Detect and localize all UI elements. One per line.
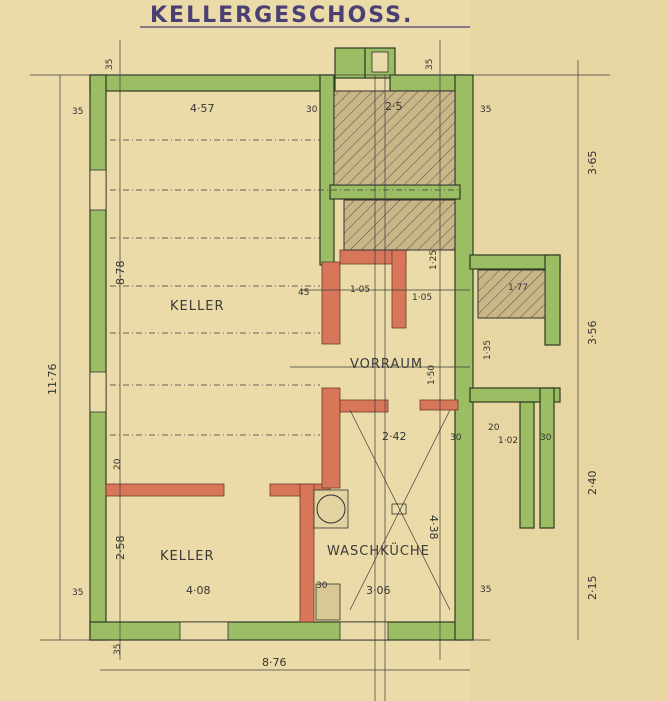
dim-right-height-lower: 2·40 [586,471,599,496]
dim-wall-35-bottom-left: 35 [72,588,83,598]
dim-right-height-bottom: 2·15 [586,576,599,601]
dim-keller-small-height: 2·58 [114,536,127,561]
dim-top-right-width: 2·5 [385,100,403,113]
dim-stair-1: 1·05 [350,285,370,295]
dim-wasch-width: 3·06 [366,584,391,597]
hatched-rooms [333,90,546,319]
dim-overall-height: 11·76 [46,364,59,396]
dim-stair-2: 1·05 [412,293,432,303]
dim-right-height-upper: 3·65 [586,151,599,176]
dim-small-102: 1·02 [498,436,518,446]
dim-wall-35-top-left: 35 [105,59,115,70]
dim-wall-20-b: 20 [488,423,500,433]
dim-stair-3: 1·77 [508,283,528,293]
room-label-keller-small: KELLER [160,549,214,564]
dim-wall-45: 45 [298,288,309,298]
dim-wall-35-right: 35 [480,105,491,115]
dim-vorraum-h: 1·50 [427,365,437,385]
dimension-labels: 4·57 2·5 3·65 3·56 2·40 2·15 8·78 11·76 … [46,59,599,669]
dim-wall-30-b: 30 [316,581,328,591]
dim-wasch-height: 4·38 [427,515,440,540]
dim-small-135: 1·35 [483,340,493,360]
dim-bottom-width: 8·76 [262,656,287,669]
fixtures [313,489,407,621]
dim-wall-35-bottom: 35 [113,644,123,655]
dim-wall-20-a: 20 [113,458,123,470]
dim-wasch-depth: 2·42 [382,430,407,443]
dim-top-width: 4·57 [190,102,215,115]
construction-lines [30,40,610,701]
dim-right-height-mid: 3·56 [586,321,599,346]
window-openings [89,51,389,641]
dim-wall-30-a: 30 [306,105,318,115]
dim-wall-35-left: 35 [72,107,83,117]
plan-title: KELLERGESCHOSS. [150,3,413,28]
room-label-vorraum: VORRAUM [350,357,423,372]
dim-wall-30-c: 30 [450,433,462,443]
dim-keller-small-width: 4·08 [186,584,211,597]
dim-keller-height: 8·78 [114,261,127,286]
dim-wall-30-d: 30 [540,433,552,443]
room-label-waschkueche: WASCHKÜCHE [327,542,430,559]
dim-wall-35-top-right: 35 [425,59,435,70]
room-label-keller-large: KELLER [170,299,224,314]
dim-small-125: 1·25 [429,250,439,270]
dim-wall-35-bottom-right: 35 [480,585,491,595]
